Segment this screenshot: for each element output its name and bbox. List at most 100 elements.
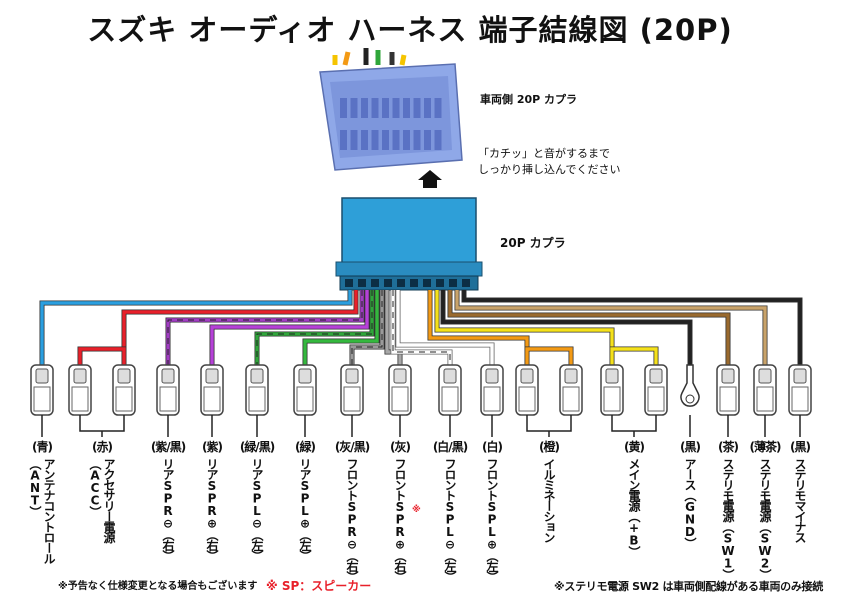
pin-slot bbox=[358, 279, 366, 287]
wire bbox=[462, 290, 802, 365]
pin-slot bbox=[397, 279, 405, 287]
terminal bbox=[245, 364, 269, 427]
terminal bbox=[788, 364, 812, 427]
pin-slot bbox=[423, 279, 431, 287]
wire-function-label: フロントSPL⊕（左） bbox=[485, 458, 499, 582]
jumper-outline bbox=[524, 346, 574, 365]
pin-slot bbox=[449, 279, 457, 287]
wire-color-label: (黄) bbox=[624, 440, 645, 454]
terminal bbox=[716, 364, 740, 427]
ring-terminal bbox=[680, 364, 700, 427]
wire-function-label: リアSPL⊖（左） bbox=[250, 458, 264, 561]
pin-hole bbox=[382, 130, 389, 150]
wire bbox=[455, 290, 767, 365]
footnote-spec-change: ※予告なく仕様変更となる場合もございます bbox=[58, 581, 258, 592]
wire-color-label: (青) bbox=[32, 440, 53, 454]
wire-function-label: リアSPR⊕（右） bbox=[205, 458, 219, 561]
pin-hole bbox=[382, 98, 389, 118]
wire-color-label: (緑) bbox=[295, 440, 316, 454]
pin-hole bbox=[403, 98, 410, 118]
wire bbox=[441, 290, 692, 365]
pin-hole bbox=[413, 130, 421, 150]
wire-color-label: (黒) bbox=[790, 440, 811, 454]
pin-hole bbox=[340, 130, 347, 150]
pin-hole bbox=[340, 98, 347, 118]
terminal bbox=[644, 364, 668, 427]
wire-function-label: アンテナコントロール （ANT） bbox=[28, 458, 56, 563]
wire bbox=[448, 290, 730, 365]
wire-function-label: フロントSPR⊖（右） bbox=[345, 458, 359, 582]
wire-function-label: フロントSPR⊕（右） bbox=[393, 458, 407, 582]
wire-stripe bbox=[392, 290, 451, 365]
pin-hole bbox=[371, 130, 379, 150]
terminal bbox=[156, 364, 180, 427]
terminal bbox=[480, 364, 504, 427]
wire bbox=[40, 290, 352, 365]
wire-color-label: (灰/黒) bbox=[334, 440, 370, 454]
wire-function-label: アクセサリー電源 （ACC） bbox=[88, 458, 116, 542]
wire bbox=[396, 290, 494, 365]
pin-hole bbox=[371, 98, 379, 118]
wire-color-label: (紫/黒) bbox=[150, 440, 186, 454]
footnote-sw2: ※ステリモ電源 SW2 は車両側配線がある車両のみ接続 bbox=[554, 580, 823, 593]
wire bbox=[122, 290, 358, 365]
wire-function-label: アース（GND） bbox=[683, 458, 697, 548]
wire-color-label: (橙) bbox=[539, 440, 560, 454]
pin-hole bbox=[424, 98, 431, 118]
wire-stripe bbox=[256, 290, 373, 365]
pin-slot bbox=[371, 279, 379, 287]
sp-note-mark: ※ bbox=[412, 505, 421, 515]
terminal bbox=[753, 364, 777, 427]
wire-function-label: ステリモ電源（SW1） bbox=[721, 458, 735, 580]
jumper-wire bbox=[610, 347, 658, 365]
terminal bbox=[200, 364, 224, 427]
pin-slot bbox=[436, 279, 444, 287]
terminal bbox=[438, 364, 462, 427]
terminal bbox=[600, 364, 624, 427]
wire-function-label: イルミネーション bbox=[542, 458, 556, 542]
terminal bbox=[340, 364, 364, 427]
wire-function-label: リアSPR⊖（右） bbox=[161, 458, 175, 561]
wire-color-label: (赤) bbox=[92, 440, 113, 454]
wire-color-label: (黒) bbox=[680, 440, 701, 454]
bracket bbox=[79, 427, 125, 437]
pin-hole bbox=[350, 130, 358, 150]
wire-color-label: (白) bbox=[482, 440, 503, 454]
pin-slot bbox=[462, 279, 470, 287]
wire bbox=[303, 290, 379, 365]
jumper-outline bbox=[609, 346, 659, 365]
page-title: スズキ オーディオ ハーネス 端子結線図 (20P) bbox=[87, 13, 733, 47]
bracket bbox=[526, 427, 572, 437]
terminal bbox=[515, 364, 539, 427]
arrow-up-icon bbox=[418, 170, 442, 188]
terminal bbox=[68, 364, 92, 427]
vehicle-connector-image bbox=[319, 48, 463, 171]
pin-hole bbox=[361, 130, 368, 150]
pin-slot bbox=[345, 279, 353, 287]
terminal bbox=[30, 364, 54, 427]
terminal bbox=[293, 364, 317, 427]
wire-color-label: (薄茶) bbox=[749, 440, 782, 454]
terminal bbox=[388, 364, 412, 427]
pin-hole bbox=[413, 98, 421, 118]
wire-function-label: フロントSPL⊖（左） bbox=[443, 458, 457, 582]
wire-stripe bbox=[167, 290, 363, 365]
pin-hole bbox=[361, 98, 368, 118]
pin-slot bbox=[410, 279, 418, 287]
pin-hole bbox=[392, 98, 400, 118]
wire-color-label: (紫) bbox=[202, 440, 223, 454]
terminal bbox=[559, 364, 583, 427]
pin-hole bbox=[392, 130, 400, 150]
pin-hole bbox=[434, 98, 442, 118]
jumper-wire bbox=[78, 347, 126, 365]
pin-hole bbox=[424, 130, 431, 150]
pin-hole bbox=[434, 130, 442, 150]
pin-slot bbox=[384, 279, 392, 287]
wire-function-label: リアSPL⊕（左） bbox=[298, 458, 312, 561]
click-instruction: 「カチッ」と音がするまで しっかり挿し込んでください bbox=[478, 147, 621, 176]
wire-function-label: ステリモ電源（SW2） bbox=[758, 458, 772, 580]
bracket bbox=[611, 427, 657, 437]
wire-function-label: メイン電源（+B） bbox=[627, 458, 641, 557]
harness-connector-label: 20P カプラ bbox=[500, 236, 566, 250]
